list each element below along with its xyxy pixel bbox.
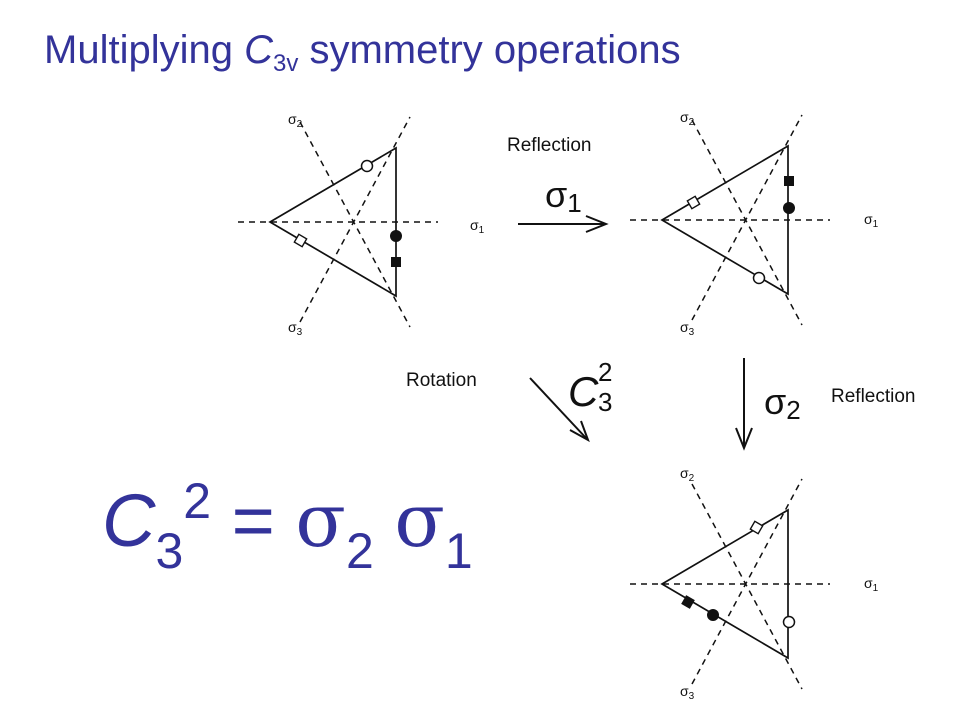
page-title: Multiplying C3v symmetry operations xyxy=(44,28,681,78)
axis-label-sigma1: σ1 xyxy=(864,211,879,230)
axis-label-sigma1: σ1 xyxy=(470,217,485,236)
rotation-label: Rotation xyxy=(406,370,477,391)
op-c3-subscript: 3 xyxy=(598,387,612,417)
title-group-subscript: 3v xyxy=(272,50,299,77)
filled-circle-marker xyxy=(707,609,719,621)
title-prefix: Multiplying xyxy=(44,28,245,72)
filled-circle-marker xyxy=(390,230,402,242)
triangle-after-sigma1: σ2 σ1 σ3 xyxy=(629,109,879,338)
eq-sigma1: σ xyxy=(394,478,445,564)
arrow-c3-squared xyxy=(529,377,590,443)
eq-c: C xyxy=(102,479,156,562)
filled-square-marker xyxy=(784,176,794,186)
axis-label-sigma2: σ2 xyxy=(680,465,695,484)
eq-sigma2-sub: 2 xyxy=(345,523,374,579)
filled-circle-marker xyxy=(783,202,795,214)
reflection-label-right: Reflection xyxy=(831,386,916,407)
eq-equals: = xyxy=(231,479,275,562)
arrow-sigma1 xyxy=(518,215,609,233)
axis-label-sigma3: σ3 xyxy=(680,319,695,338)
axis-label-sigma1: σ1 xyxy=(864,575,879,594)
open-square-marker xyxy=(293,233,308,248)
filled-square-marker xyxy=(391,257,401,267)
title-group: C xyxy=(244,28,273,72)
op-c3-superscript: 2 xyxy=(598,357,612,387)
open-circle-marker xyxy=(752,271,766,285)
eq-c-sup: 2 xyxy=(183,473,212,529)
title-suffix: symmetry operations xyxy=(298,28,681,72)
op-sigma2: σ2 xyxy=(764,381,801,425)
triangle-initial: σ2 σ1 σ3 xyxy=(237,111,485,338)
open-square-marker xyxy=(749,520,764,535)
eq-c-sub: 3 xyxy=(155,523,184,579)
open-circle-marker xyxy=(360,159,374,173)
equation: C32 = σ2 σ1 xyxy=(102,473,473,579)
arrow-sigma2 xyxy=(735,358,753,451)
axis-label-sigma2: σ2 xyxy=(288,111,303,130)
op-c3-squared: C xyxy=(568,368,599,415)
triangle-after-sigma2: σ2 σ1 σ3 xyxy=(629,465,879,702)
reflection-label-top: Reflection xyxy=(507,135,592,156)
op-sigma1: σ1 xyxy=(545,174,582,218)
filled-square-marker xyxy=(681,595,695,609)
eq-sigma1-sub: 1 xyxy=(444,523,473,579)
axis-label-sigma2: σ2 xyxy=(680,109,695,128)
axis-label-sigma3: σ3 xyxy=(680,683,695,702)
open-square-marker xyxy=(686,195,701,210)
open-circle-marker xyxy=(782,615,796,629)
eq-sigma2: σ xyxy=(295,478,346,564)
